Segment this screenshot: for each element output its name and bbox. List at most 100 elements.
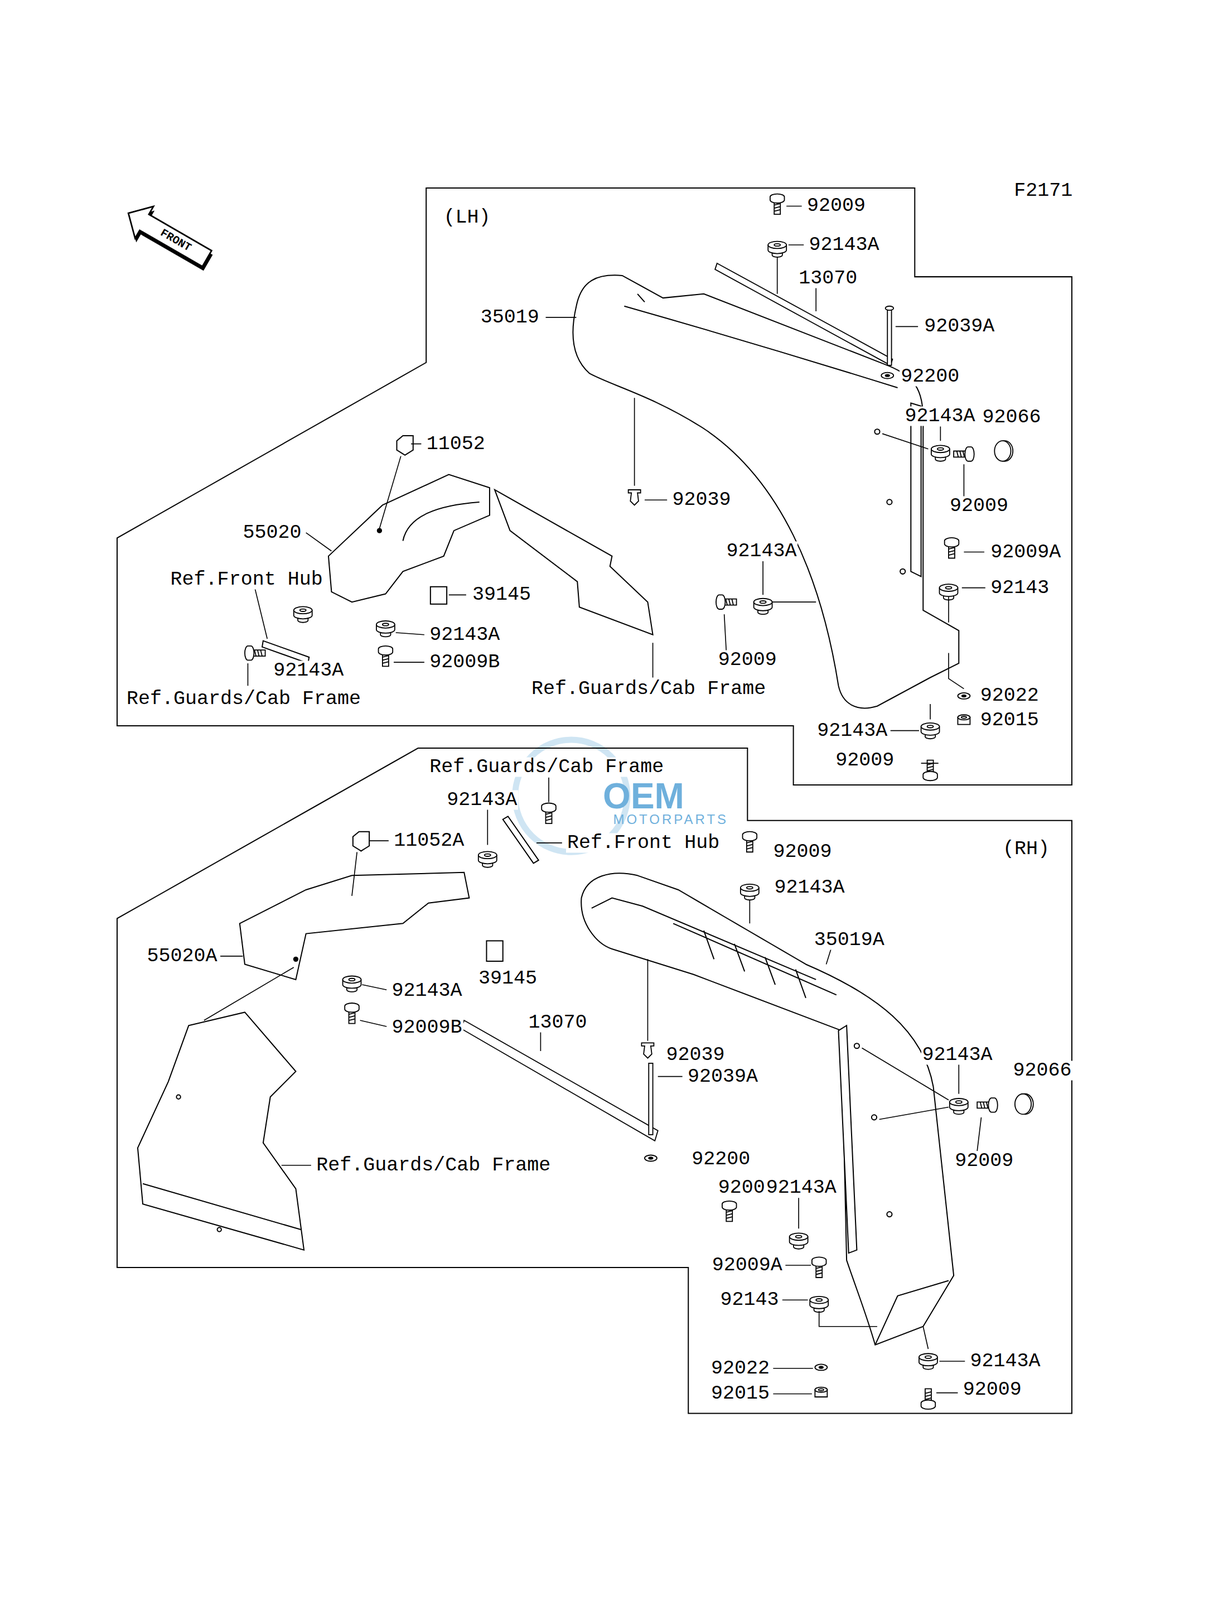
fastener	[740, 883, 760, 900]
callout-number: 92022	[709, 1357, 771, 1378]
callout-number: 92143A	[904, 406, 977, 427]
callout-number: 92022	[979, 685, 1041, 706]
chain-guard-lh	[377, 528, 382, 533]
leader-line	[247, 206, 985, 764]
fastener	[722, 1200, 737, 1222]
callout-number: 92009	[834, 750, 896, 770]
callout-number: 11052	[425, 433, 487, 454]
fender-lh	[572, 274, 959, 708]
fender-rh	[581, 872, 954, 1345]
fastener	[644, 1154, 657, 1162]
callout-number: 13070	[797, 268, 859, 289]
fastener	[478, 851, 497, 867]
fender-rh	[591, 897, 837, 998]
callout-number: 92009A	[989, 542, 1062, 562]
chain-guard-rh	[293, 956, 298, 961]
callout-number: 92143A	[808, 234, 881, 255]
callout-number: 92039	[665, 1045, 727, 1065]
callout-number: 92143A	[765, 1177, 838, 1197]
callout-number: 92015	[709, 1383, 771, 1404]
callout-number: 92143A	[969, 1350, 1042, 1371]
reference-note: Ref.Guards/Cab Frame	[530, 678, 767, 699]
fender-lh	[900, 568, 906, 574]
chain-guard-lh	[402, 501, 480, 541]
callout-number: 92039A	[922, 316, 996, 337]
leader-line	[247, 206, 985, 764]
fastener	[789, 1232, 809, 1249]
fastener	[977, 1097, 998, 1113]
reference-note: Ref.Guards/Cab Frame	[428, 757, 665, 777]
fender-lh	[637, 293, 645, 303]
trim-strip	[714, 263, 893, 366]
arrow-body	[118, 197, 216, 275]
callout-number: 92009	[772, 842, 834, 862]
callout-number: 92066	[1011, 1060, 1073, 1080]
callout-number: 39145	[471, 585, 533, 605]
callout-number: 92039A	[686, 1066, 760, 1086]
chain-guard-lh	[262, 640, 309, 664]
fender-rh	[875, 1279, 949, 1345]
fastener	[809, 1296, 829, 1312]
fastener	[921, 722, 940, 739]
chain-guard-rh	[137, 1011, 304, 1250]
fastener	[716, 594, 737, 609]
callout-number: 35019	[479, 307, 541, 327]
callout-number: 92143A	[772, 877, 846, 898]
reference-note: Ref.Front Hub	[169, 569, 325, 589]
fastener	[944, 537, 960, 559]
callout-number: 92143A	[921, 1045, 994, 1065]
leader-line	[204, 777, 982, 1394]
callout-number: 92009	[717, 650, 778, 670]
chain-guard-rh	[486, 940, 503, 961]
callout-number: 92143	[718, 1289, 780, 1310]
leader-line	[204, 777, 982, 1394]
chain-guard-lh	[262, 435, 654, 664]
callout-number: 92143A	[815, 720, 889, 741]
fender-lh	[572, 274, 959, 708]
fender-rh	[871, 1114, 877, 1120]
chain-guard-rh	[503, 815, 539, 863]
fastener	[885, 306, 894, 311]
chain-guard-rh	[137, 815, 539, 1250]
callout-number: 55020	[241, 522, 303, 543]
fastener	[541, 802, 557, 824]
fender-rh	[838, 1025, 857, 1253]
callout-number: 92143A	[428, 624, 501, 645]
region-border-line	[117, 187, 1072, 785]
fastener	[881, 372, 894, 379]
fastener	[931, 445, 950, 461]
reference-note: Ref.Front Hub	[566, 832, 721, 853]
callout-number: 55020A	[146, 945, 219, 966]
callout-number: 92143A	[390, 980, 464, 1000]
callout-number: 92009	[962, 1379, 1023, 1400]
reference-note: Ref.Guards/Cab Frame	[315, 1154, 552, 1175]
callout-number: 92009B	[428, 652, 501, 673]
chain-guard-rh	[353, 831, 370, 852]
callout-number: 92009A	[711, 1254, 784, 1275]
fastener	[921, 1388, 936, 1409]
chain-guard-lh	[328, 474, 490, 603]
chain-guard-rh	[142, 1183, 301, 1230]
callout-number: 35019A	[813, 929, 886, 950]
fender-lh	[874, 428, 880, 434]
callout-number: 92143	[989, 577, 1051, 598]
fastener	[378, 645, 394, 667]
fastener	[244, 645, 266, 661]
fastener	[814, 1363, 828, 1370]
fastener	[767, 241, 787, 258]
fender-lh	[886, 499, 892, 505]
fender-rh	[886, 1211, 892, 1217]
fastener	[814, 1386, 828, 1397]
fender-rh	[854, 1042, 860, 1048]
chain-guard-lh	[396, 435, 413, 456]
fastener	[770, 194, 785, 215]
fastener	[376, 620, 395, 637]
direction-arrow: FRONT	[118, 197, 219, 278]
fastener	[811, 1256, 827, 1278]
callout-number: 92009	[953, 1151, 1015, 1171]
fastener	[641, 1042, 654, 1058]
fastener	[342, 975, 362, 992]
reference-note: Ref.Guards/Cab Frame	[125, 688, 362, 709]
callout-number: 92009	[805, 196, 867, 216]
